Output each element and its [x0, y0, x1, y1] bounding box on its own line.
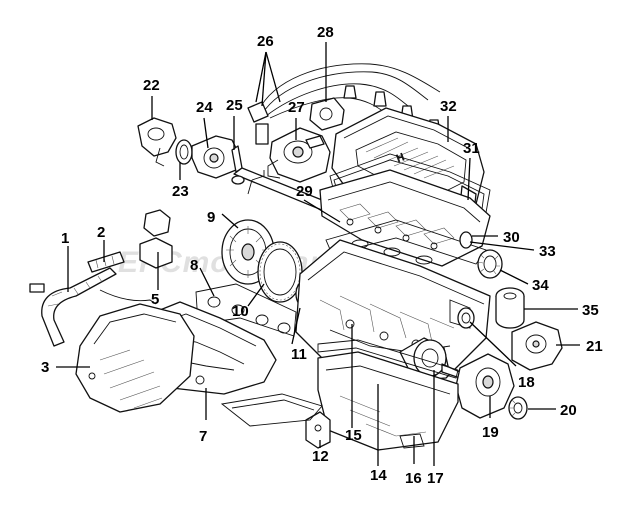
part-mount-bracket: [139, 209, 173, 269]
callout-7: 7: [199, 428, 207, 445]
callout-10: 10: [232, 303, 249, 320]
callout-5: 5: [151, 291, 159, 308]
callout-14: 14: [370, 467, 387, 484]
callout-34: 34: [532, 277, 549, 294]
part-cam-sprocket: [477, 249, 503, 279]
callout-23: 23: [172, 183, 189, 200]
callout-33: 33: [539, 243, 556, 260]
part-distributor-cap: [309, 97, 345, 131]
part-thermostat-housing: [137, 117, 177, 167]
part-camshaft-seal: [459, 231, 473, 249]
leader-lines: [56, 42, 580, 466]
callout-29: 29: [296, 183, 313, 200]
part-engine-mount: [305, 411, 331, 449]
callout-9: 9: [207, 209, 215, 226]
callout-25: 25: [226, 97, 243, 114]
callout-15: 15: [345, 427, 362, 444]
callout-20: 20: [560, 402, 577, 419]
callout-21: 21: [586, 338, 603, 355]
part-water-outlet: [191, 135, 239, 179]
callout-26: 26: [257, 33, 274, 50]
callout-16: 16: [405, 470, 422, 487]
callout-32: 32: [440, 98, 457, 115]
callout-2: 2: [97, 224, 105, 241]
part-oil-pump: [511, 321, 563, 371]
part-manifold-stay: [220, 393, 323, 427]
callout-18: 18: [518, 374, 535, 391]
part-distributor: [267, 127, 331, 183]
part-exhaust-hose: [29, 267, 117, 347]
callout-labels: 1 2 3 5 7 8 9 10 11 12 14 15 16 17 18 19…: [41, 24, 603, 487]
callout-11: 11: [291, 346, 307, 363]
callout-24: 24: [196, 99, 213, 116]
callout-22: 22: [143, 77, 160, 94]
part-oil-pan: [317, 351, 459, 451]
part-pump-pulley: [508, 396, 528, 420]
callout-30: 30: [503, 229, 520, 246]
callout-17: 17: [427, 470, 444, 487]
part-cylinder-head: [319, 169, 491, 267]
part-thermostat-gasket: [175, 139, 193, 165]
callout-12: 12: [312, 448, 329, 465]
part-oil-pan-gasket: [317, 339, 459, 379]
part-heat-shield: [75, 303, 195, 413]
callout-1: 1: [61, 230, 69, 247]
part-oil-filter: [495, 287, 525, 329]
callout-31: 31: [463, 140, 480, 157]
callout-3: 3: [41, 359, 49, 376]
part-oxygen-sensor: [87, 251, 157, 305]
callout-27: 27: [288, 99, 305, 116]
callout-28: 28: [317, 24, 334, 41]
part-front-seal: [457, 307, 475, 329]
callout-35: 35: [582, 302, 599, 319]
svg-text:H: H: [395, 152, 406, 165]
callout-8: 8: [190, 257, 198, 274]
callout-19: 19: [482, 424, 499, 441]
